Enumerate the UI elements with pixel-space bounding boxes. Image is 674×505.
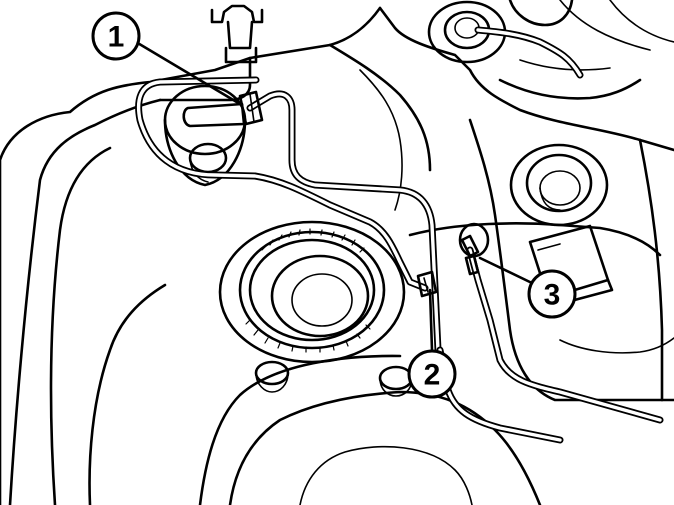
mounting-boss-left [254,360,290,393]
leader-line-1 [134,40,242,106]
vent-valve [182,90,264,128]
leader-line-3 [478,256,536,286]
callout-1-label: 1 [108,21,125,54]
callout-2-label: 2 [424,359,441,392]
fuel-pump-opening [218,220,406,364]
callout-1: 1 [91,11,141,61]
top-bracket [210,4,264,64]
pipe-coupling-3 [458,222,490,276]
callout-3: 3 [527,269,577,319]
leader-line-2 [428,288,434,352]
right-mounting-port [509,143,609,227]
callout-2: 2 [407,349,457,399]
callout-3-label: 3 [544,279,561,312]
pipe-connector-2 [416,270,438,298]
